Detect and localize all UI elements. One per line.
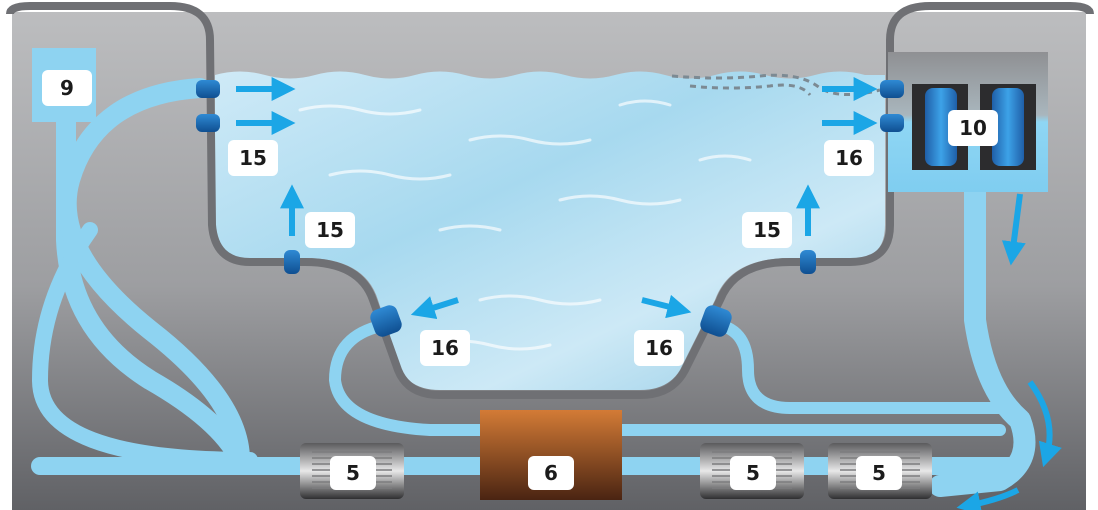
flow-arrow [641, 294, 692, 319]
pipe-filter-return [929, 179, 1036, 497]
flow-arrows [236, 77, 1062, 510]
label-seat-jet-right: 15 [742, 212, 792, 248]
skimmer-debris-path [671, 73, 881, 96]
flow-arrow [1027, 380, 1062, 468]
label-pump-3: 5 [856, 456, 902, 490]
label-pump-1: 5 [330, 456, 376, 490]
jet-upper-left-2 [196, 114, 220, 132]
label-text: 16 [645, 336, 673, 360]
number-labels: 9 15 15 16 16 15 16 10 [42, 70, 998, 490]
flow-arrow [410, 296, 459, 320]
label-pump-2: 5 [730, 456, 776, 490]
label-text: 15 [316, 218, 344, 242]
filter-cartridge [925, 88, 957, 166]
label-upper-jets-right: 16 [824, 140, 874, 176]
label-skimmer: 9 [42, 70, 92, 106]
pipe-footwell-left [329, 319, 1006, 436]
label-footwell-jet-left: 16 [420, 330, 470, 366]
label-text: 9 [60, 76, 74, 100]
jet-upper-left-1 [196, 80, 220, 98]
label-text: 16 [431, 336, 459, 360]
label-upper-jets-left: 15 [228, 140, 278, 176]
label-text: 5 [872, 461, 886, 485]
pipe-skimmer-down [56, 100, 250, 470]
flow-arrow [956, 487, 1020, 510]
jet-nozzles [196, 80, 904, 337]
label-text: 5 [746, 461, 760, 485]
jet-footwell-left [370, 305, 402, 337]
label-filter: 10 [948, 110, 998, 146]
label-text: 15 [239, 146, 267, 170]
label-text: 15 [753, 218, 781, 242]
pipe-footwell-right [712, 319, 1006, 414]
filter-housing [888, 52, 1048, 192]
jet-seat-left [284, 250, 300, 274]
jet-seat-right [800, 250, 816, 274]
label-text: 10 [959, 116, 987, 140]
jet-footwell-right [700, 305, 732, 337]
flow-arrow [1001, 193, 1026, 266]
label-footwell-jet-right: 16 [634, 330, 684, 366]
jet-upper-right-1 [880, 80, 904, 98]
skimmer-debris-path-2 [689, 83, 812, 97]
label-text: 6 [544, 461, 558, 485]
filter-cartridge [992, 88, 1024, 166]
label-seat-jet-left: 15 [305, 212, 355, 248]
label-heater: 6 [528, 456, 574, 490]
label-text: 16 [835, 146, 863, 170]
pipe-left-bottom-loop [32, 222, 258, 468]
shell-outline [6, 1, 1094, 399]
jet-upper-right-2 [880, 114, 904, 132]
label-text: 5 [346, 461, 360, 485]
